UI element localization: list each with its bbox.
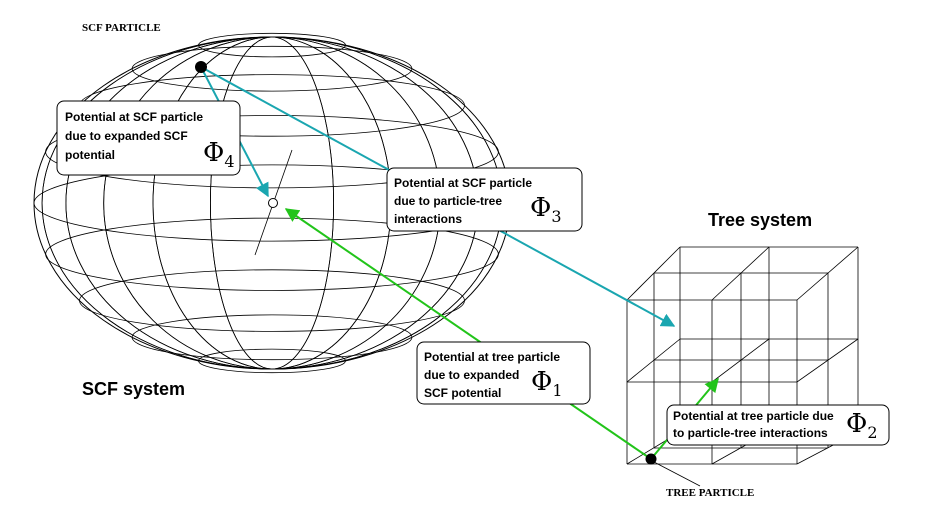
phi1-line3: SCF potential	[424, 386, 501, 400]
phi4-symbol: Φ4	[203, 138, 235, 171]
phi2-box: Potential at tree particle due to partic…	[666, 404, 890, 446]
phi2-symbol: Φ2	[846, 409, 878, 442]
phi3-line1: Potential at SCF particle	[394, 176, 532, 190]
tree-particle-dot	[645, 453, 657, 465]
phi4-line3: potential	[65, 148, 115, 162]
tree-system-label: Tree system	[708, 210, 812, 230]
phi1-box: Potential at tree particle due to expand…	[416, 341, 591, 405]
phi2-line2: to particle-tree interactions	[673, 426, 828, 440]
phi1-line1: Potential at tree particle	[424, 350, 560, 364]
scf-system-label: SCF system	[82, 379, 185, 399]
phi1-arrow	[284, 208, 652, 460]
phi3-line3: interactions	[394, 212, 462, 226]
parallel-line	[79, 269, 465, 332]
phi3-box: Potential at SCF particle due to particl…	[386, 167, 583, 232]
tree-particle-leader	[653, 461, 701, 487]
phi4-line2: due to expanded SCF	[65, 129, 188, 143]
phi3-line2: due to particle-tree	[394, 194, 502, 208]
tree-particle-label: TREE PARTICLE	[666, 487, 754, 499]
scf-particle-dot	[195, 61, 207, 73]
phi3-symbol: Φ3	[530, 193, 562, 226]
scf-particle-label: SCF PARTICLE	[82, 22, 161, 34]
phi2-line1: Potential at tree particle due	[673, 409, 834, 423]
phi4-line1: Potential at SCF particle	[65, 110, 203, 124]
phi1-symbol: Φ1	[531, 367, 563, 400]
phi1-line2: due to expanded	[424, 368, 519, 382]
tree-cube-grid	[626, 246, 859, 465]
center-dot	[268, 198, 278, 208]
phi4-box: Potential at SCF particle due to expande…	[56, 100, 241, 176]
parallel-line	[131, 314, 413, 361]
parallel-line	[131, 45, 413, 92]
